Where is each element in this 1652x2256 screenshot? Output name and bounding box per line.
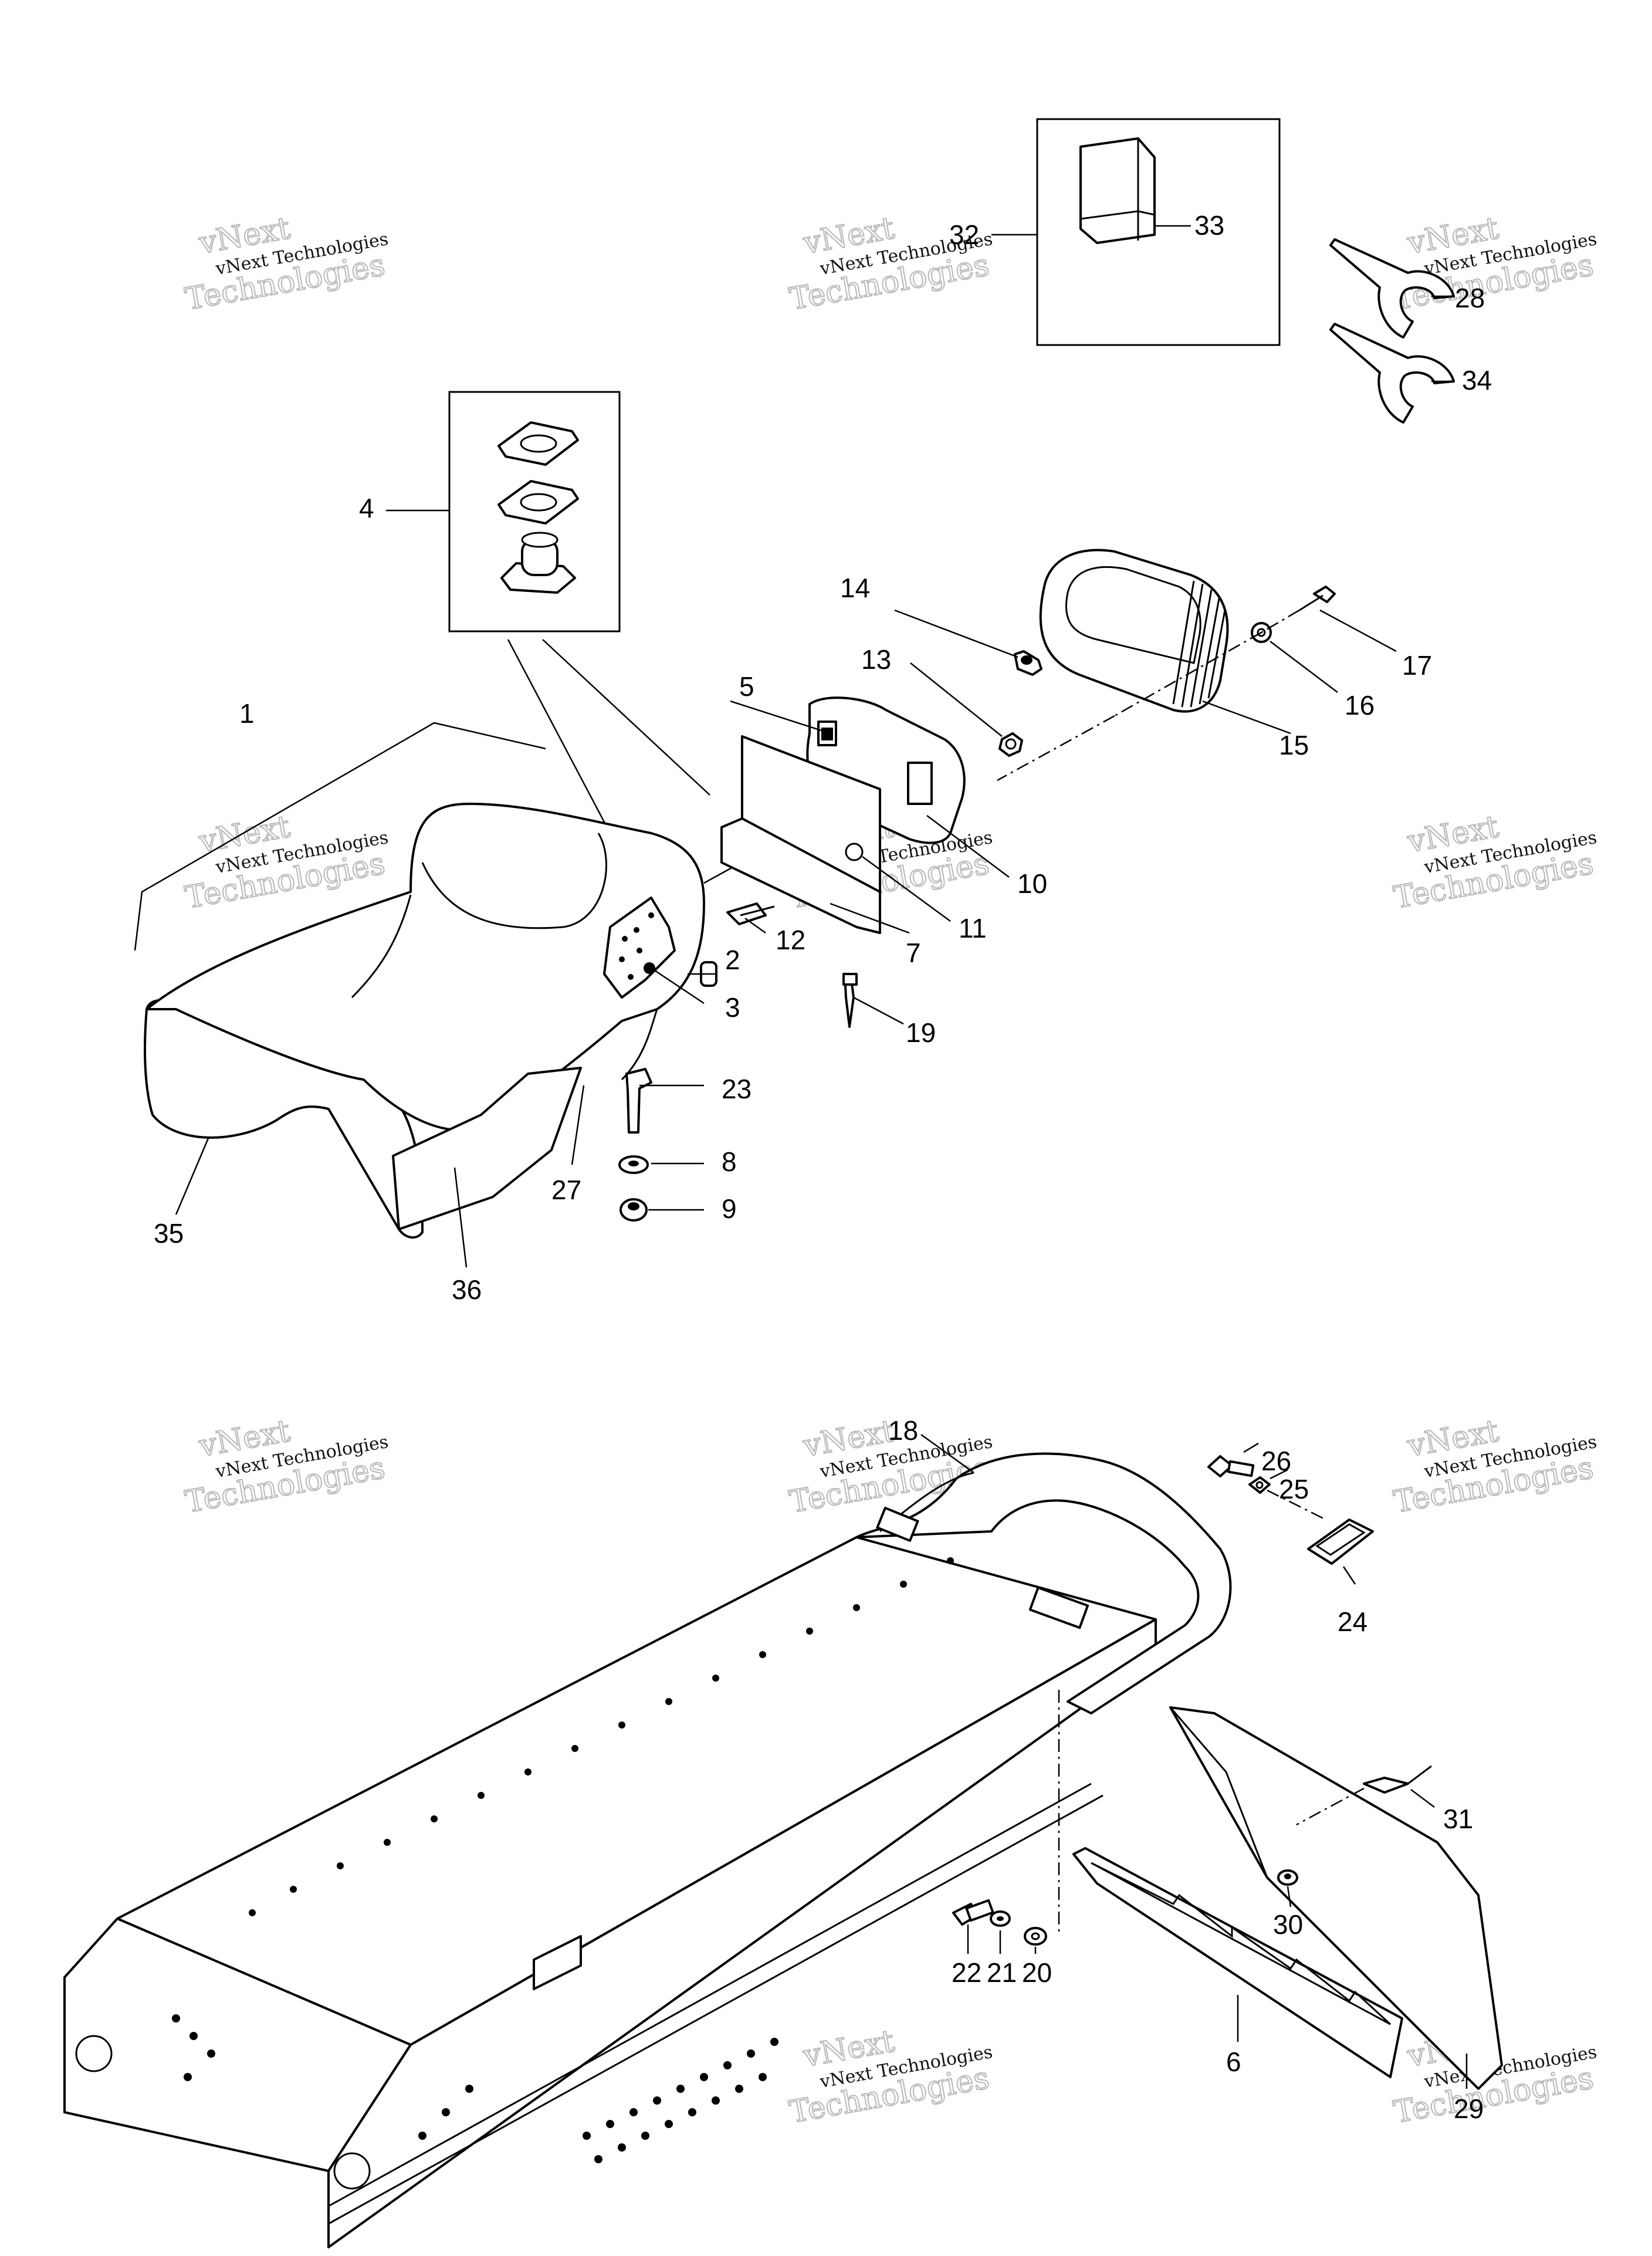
- seat-assembly: [134, 722, 822, 1239]
- callout-7: 7: [906, 938, 921, 968]
- spanner-wrench-34: [1329, 323, 1455, 424]
- tunnel-assembly: [63, 1452, 1232, 2248]
- watermark: vNext vNext Technologies Technologies: [786, 210, 994, 318]
- callout-22: 22: [952, 1957, 981, 1988]
- callout-2: 2: [725, 945, 740, 975]
- spanner-wrench-28: [1329, 238, 1455, 339]
- callout-34: 34: [1462, 365, 1492, 395]
- callout-9: 9: [722, 1193, 737, 1224]
- flap-assembly: [1072, 1706, 1503, 2090]
- leader-lines: [175, 225, 1468, 2089]
- callout-11: 11: [959, 913, 987, 943]
- watermark: vNext vNext Technologies Technologies: [1390, 1413, 1598, 1521]
- callout-31: 31: [1443, 1804, 1473, 1834]
- callout-33: 33: [1194, 210, 1224, 241]
- callout-14: 14: [840, 573, 870, 603]
- callout-13: 13: [861, 644, 891, 675]
- callout-1: 1: [239, 698, 255, 729]
- callout-4: 4: [359, 493, 374, 523]
- callout-32: 32: [949, 219, 979, 250]
- watermark: vNext vNext Technologies Technologies: [786, 2023, 994, 2131]
- callout-26: 26: [1261, 1446, 1291, 1476]
- callout-8: 8: [722, 1146, 737, 1177]
- lens-ribs: [1172, 580, 1226, 708]
- callout-17: 17: [1402, 650, 1432, 681]
- callout-19: 19: [906, 1017, 936, 1048]
- callout-30: 30: [1273, 1909, 1303, 1940]
- callout-29: 29: [1454, 2093, 1484, 2124]
- callout-21: 21: [987, 1957, 1017, 1988]
- callout-12: 12: [776, 925, 805, 955]
- watermark: vNext vNext Technologies Technologies: [182, 210, 390, 318]
- watermark: vNext vNext Technologies Technologies: [1390, 210, 1598, 318]
- callout-6: 6: [1226, 2047, 1241, 2077]
- callout-10: 10: [1017, 868, 1047, 899]
- kit-box-32: [1036, 118, 1281, 346]
- taillight-assembly: [618, 549, 1336, 1222]
- callout-27: 27: [551, 1175, 581, 1205]
- callout-25: 25: [1279, 1474, 1309, 1504]
- callout-5: 5: [739, 671, 754, 702]
- tunnel-hardware: [952, 1455, 1374, 1946]
- tunnel-holes: [172, 1557, 954, 2163]
- callout-28: 28: [1455, 283, 1485, 313]
- seat-holes: [619, 912, 654, 980]
- callout-15: 15: [1279, 730, 1309, 760]
- callout-labels: 1 2 3 4 5 6 7 8 9 10 11 12 13 14 15 16 1…: [154, 210, 1492, 2124]
- watermark: vNext vNext Technologies Technologies: [1390, 809, 1598, 916]
- callout-20: 20: [1022, 1957, 1052, 1988]
- callout-23: 23: [722, 1074, 751, 1104]
- callout-35: 35: [154, 1218, 184, 1249]
- callout-18: 18: [888, 1415, 918, 1446]
- callout-16: 16: [1345, 690, 1375, 721]
- callout-36: 36: [452, 1274, 482, 1305]
- callout-24: 24: [1338, 1606, 1367, 1637]
- watermark: vNext vNext Technologies Technologies: [182, 1413, 390, 1521]
- callout-3: 3: [725, 992, 740, 1023]
- kit-box-4: [448, 391, 710, 834]
